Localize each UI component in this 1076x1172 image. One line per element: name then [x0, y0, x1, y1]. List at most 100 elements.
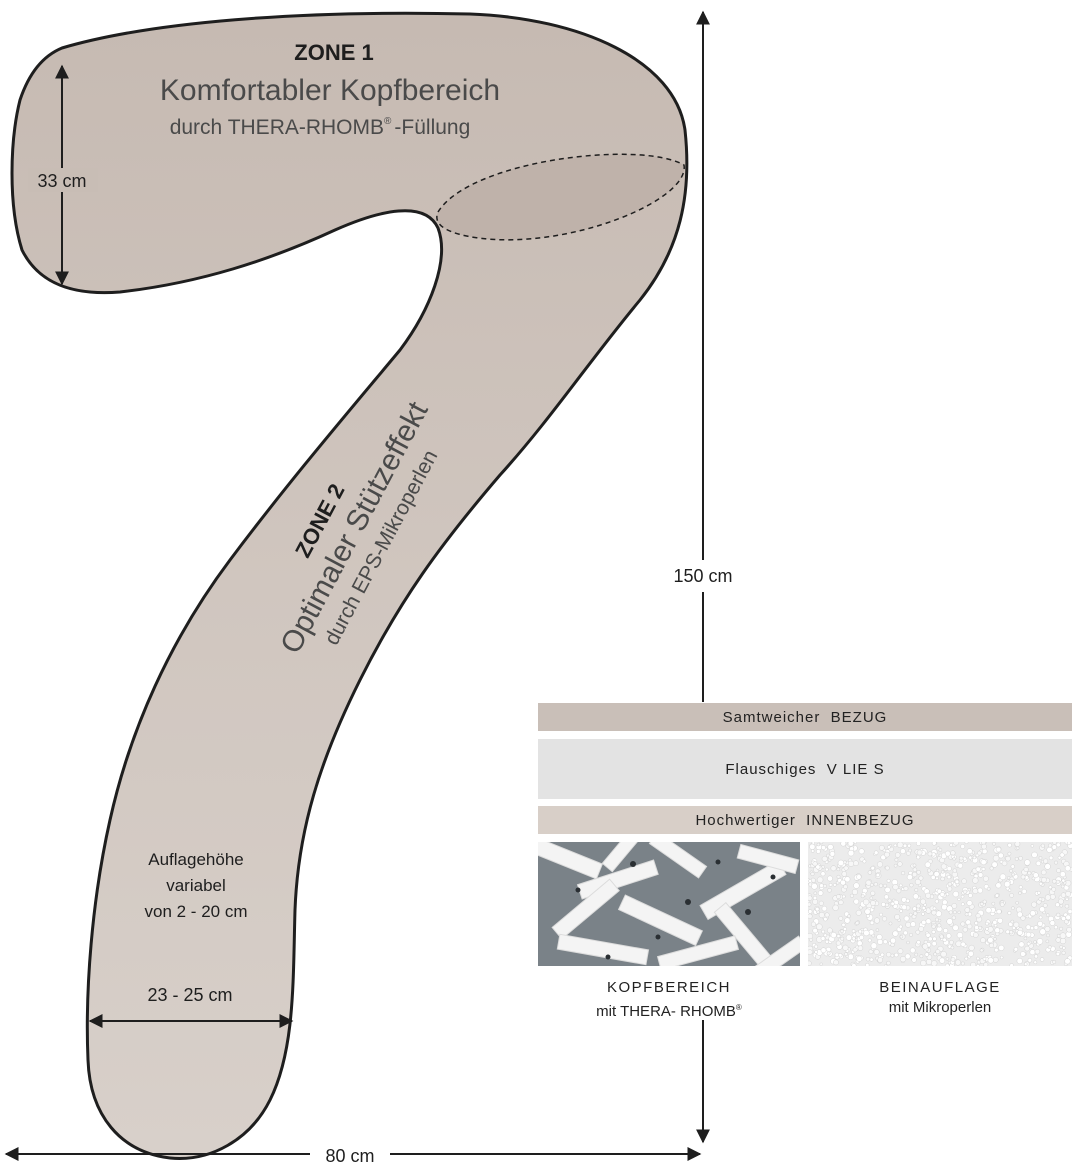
micro-bead: [1056, 868, 1061, 873]
micro-bead: [1016, 957, 1023, 965]
micro-bead: [1045, 939, 1050, 944]
micro-bead: [931, 910, 937, 916]
micro-bead: [875, 873, 880, 878]
kopf-caption-text: mit THERA- RHOMB: [596, 1003, 736, 1020]
micro-bead: [946, 866, 952, 872]
micro-bead: [824, 939, 829, 944]
micro-bead: [1052, 842, 1057, 845]
kopf-filling-sample: [538, 842, 800, 966]
micro-bead: [918, 926, 925, 932]
micro-bead: [1021, 888, 1027, 894]
micro-bead: [1027, 958, 1033, 963]
micro-bead: [821, 855, 828, 862]
micro-bead: [904, 953, 911, 960]
micro-bead: [1025, 931, 1032, 938]
micro-bead: [912, 867, 918, 872]
micro-bead: [853, 860, 859, 867]
head-height-label: 33 cm: [37, 171, 86, 191]
micro-bead: [877, 938, 884, 945]
micro-bead: [829, 851, 836, 857]
micro-bead: [959, 936, 964, 941]
micro-bead: [1061, 950, 1066, 955]
micro-bead: [867, 938, 872, 943]
micro-bead: [894, 952, 899, 958]
micro-bead: [836, 934, 841, 939]
micro-bead: [1020, 915, 1026, 921]
micro-bead: [980, 859, 987, 866]
micro-bead: [911, 871, 918, 878]
micro-bead: [867, 870, 873, 875]
micro-bead: [935, 949, 941, 955]
micro-bead: [821, 929, 825, 934]
micro-bead: [862, 898, 870, 906]
micro-bead: [894, 857, 899, 862]
micro-bead: [837, 859, 845, 867]
bein-filling-image: [808, 842, 1072, 966]
micro-bead: [992, 919, 998, 925]
micro-bead: [855, 920, 860, 926]
micro-bead: [1044, 863, 1051, 870]
micro-bead: [1044, 894, 1051, 901]
micro-bead: [1059, 904, 1064, 908]
micro-bead: [960, 844, 966, 849]
micro-bead: [824, 867, 829, 872]
micro-bead: [1029, 910, 1036, 917]
zone1-detail-suffix: -Füllung: [394, 116, 470, 139]
micro-bead: [1054, 860, 1058, 865]
micro-bead: [964, 907, 971, 913]
micro-bead: [946, 918, 953, 925]
micro-bead: [937, 923, 942, 928]
micro-bead: [888, 921, 893, 926]
micro-bead: [883, 883, 888, 888]
micro-bead: [995, 846, 1002, 853]
micro-bead: [877, 957, 884, 963]
total-width-label: 80 cm: [325, 1146, 374, 1166]
micro-bead: [994, 947, 999, 953]
micro-bead: [812, 895, 818, 901]
micro-bead: [1055, 937, 1061, 943]
micro-bead: [833, 959, 839, 966]
micro-bead: [905, 921, 912, 928]
micro-bead: [987, 937, 994, 944]
micro-bead: [836, 894, 841, 900]
micro-bead: [844, 917, 851, 924]
micro-bead: [869, 920, 875, 926]
micro-bead: [968, 893, 973, 898]
micro-bead: [1049, 893, 1056, 900]
micro-bead: [1004, 881, 1011, 888]
micro-bead: [862, 859, 867, 864]
micro-bead: [916, 849, 923, 856]
micro-bead: [1014, 856, 1019, 861]
micro-bead: [840, 842, 847, 847]
micro-bead: [960, 941, 966, 947]
micro-bead: [1038, 856, 1043, 860]
micro-bead: [945, 957, 950, 961]
micro-bead: [1039, 906, 1046, 913]
micro-bead: [921, 906, 926, 910]
micro-bead: [1046, 846, 1053, 853]
micro-bead: [1056, 912, 1061, 918]
micro-bead: [881, 902, 886, 907]
micro-bead: [886, 960, 891, 966]
micro-bead: [866, 914, 870, 918]
micro-bead: [914, 952, 919, 957]
micro-bead: [1052, 960, 1057, 964]
micro-bead: [966, 923, 973, 930]
micro-bead: [1037, 920, 1043, 927]
zone-divider: [436, 153, 685, 241]
micro-bead: [1009, 930, 1014, 935]
micro-bead: [954, 879, 960, 885]
micro-bead: [855, 909, 862, 916]
micro-bead: [1041, 877, 1047, 883]
micro-bead: [820, 936, 826, 941]
micro-bead: [876, 861, 884, 868]
micro-bead: [1001, 860, 1008, 867]
micro-bead: [1053, 925, 1058, 930]
micro-bead: [826, 951, 831, 956]
micro-bead: [952, 868, 957, 873]
micro-bead: [865, 962, 870, 966]
micro-bead: [1010, 864, 1015, 869]
layer-bezug-label: Samtweicher BEZUG: [722, 708, 888, 726]
bein-filling-sample: [808, 842, 1072, 966]
micro-bead: [827, 843, 834, 851]
